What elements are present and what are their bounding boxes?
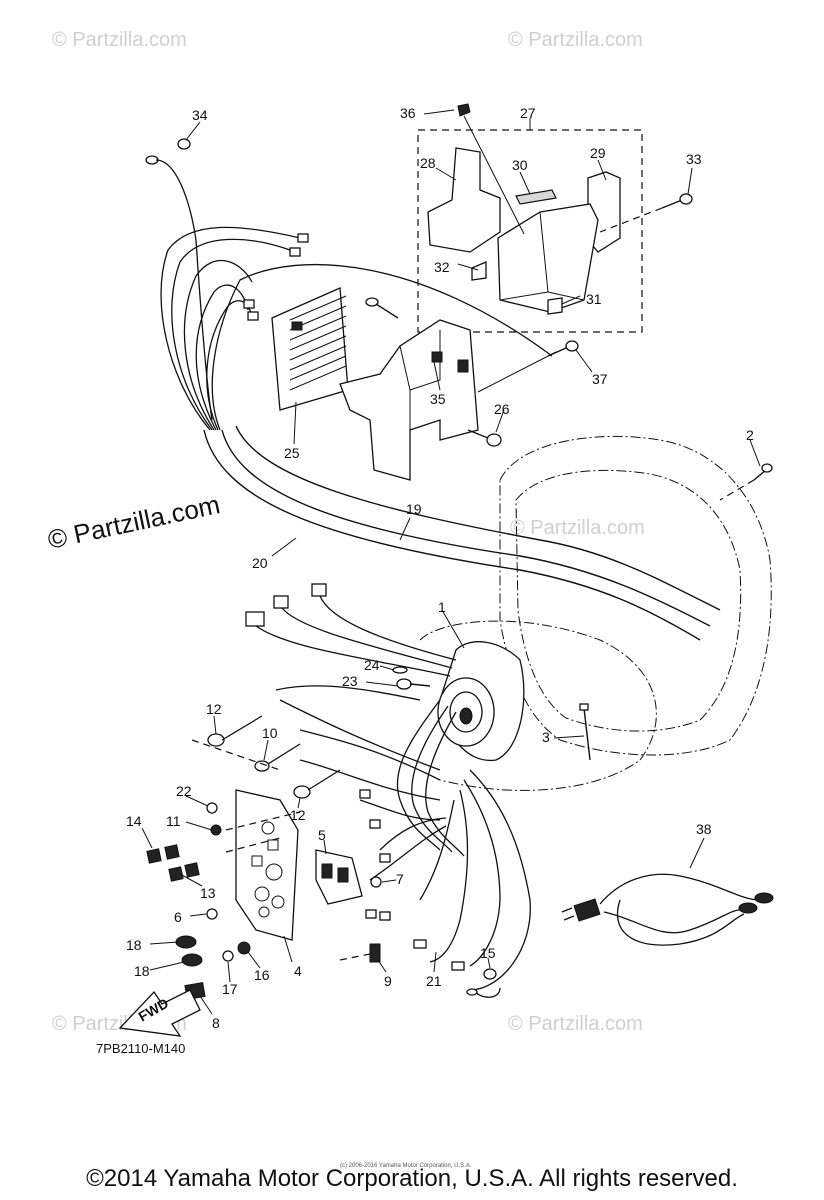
screw-37 <box>547 340 579 357</box>
clip-31 <box>547 297 563 315</box>
screw-33 <box>599 193 693 233</box>
conduit-20 <box>203 429 701 641</box>
callout-34: 34 <box>192 107 208 123</box>
callout-31: 31 <box>586 291 602 307</box>
callout-19: 19 <box>406 501 422 517</box>
callout-35: 35 <box>430 391 446 407</box>
plug-12-bottom <box>293 769 341 799</box>
screw-2 <box>719 463 773 501</box>
callout-30: 30 <box>512 157 528 173</box>
callout-22: 22 <box>176 783 192 799</box>
callout-38: 38 <box>696 821 712 837</box>
pad-30 <box>515 189 557 205</box>
watermark-bottom-right: © Partzilla.com <box>508 1013 643 1035</box>
watermark-top-left: © Partzilla.com <box>52 29 187 51</box>
housing-frame <box>419 620 657 791</box>
screw-15 <box>466 968 501 998</box>
callout-3: 3 <box>542 729 550 745</box>
callout-14: 14 <box>126 813 142 829</box>
callout-18a: 18 <box>126 937 142 953</box>
screw-6 <box>206 908 218 920</box>
housing-outline <box>499 435 772 756</box>
callout-29: 29 <box>590 145 606 161</box>
copyright-footer: ©2014 Yamaha Motor Corporation, U.S.A. A… <box>86 1165 738 1192</box>
harness-upper <box>160 226 553 431</box>
callout-12b: 12 <box>290 807 306 823</box>
outlet-5 <box>315 849 363 905</box>
panel-guide-dash <box>191 739 301 853</box>
callout-24: 24 <box>364 657 380 673</box>
clip-32 <box>471 261 487 281</box>
leader-lines <box>141 109 761 1015</box>
plate-clip <box>431 351 443 363</box>
callout-1: 1 <box>438 599 446 615</box>
watermark-main: © Partzilla.com <box>45 489 223 555</box>
callout-17: 17 <box>222 981 238 997</box>
box-edges <box>499 211 585 301</box>
callout-27: 27 <box>520 105 536 121</box>
callout-9: 9 <box>384 973 392 989</box>
callout-10: 10 <box>262 725 278 741</box>
screw-plate <box>365 297 399 319</box>
callout-15: 15 <box>480 945 496 961</box>
plug-10 <box>254 743 301 772</box>
grommet-1 <box>437 641 525 762</box>
callout-28: 28 <box>420 155 436 171</box>
main-loom <box>275 685 531 991</box>
switch-9 <box>339 943 381 963</box>
screw-23-24 <box>392 666 431 690</box>
callout-6: 6 <box>174 909 182 925</box>
callout-7: 7 <box>396 871 404 887</box>
callout-23: 23 <box>342 673 358 689</box>
housing-inner <box>515 469 742 732</box>
callout-11: 11 <box>166 813 181 829</box>
watermark-top-right: © Partzilla.com <box>508 29 643 51</box>
callout-5: 5 <box>318 827 326 843</box>
callout-12a: 12 <box>206 701 222 717</box>
callouts: 1 2 3 4 5 6 7 8 9 10 11 12 12 13 14 15 1… <box>126 105 754 1031</box>
fastener-36 <box>457 103 525 235</box>
callout-36: 36 <box>400 105 416 121</box>
conduit-20-b <box>221 429 711 627</box>
callout-25: 25 <box>284 445 300 461</box>
callout-32: 32 <box>434 259 450 275</box>
washer-17 <box>222 950 234 962</box>
callout-18b: 18 <box>134 963 150 979</box>
bracket-plate-35 <box>339 319 479 481</box>
diagram-code: 7PB2110-M140 <box>96 1041 186 1056</box>
power-cord-38 <box>561 873 774 946</box>
control-panel-4 <box>235 789 299 941</box>
switches-13-14 <box>146 844 200 882</box>
callout-37: 37 <box>592 371 608 387</box>
breakers-18 <box>175 935 203 967</box>
conduit-19 <box>235 425 721 611</box>
kit-27-box <box>417 129 643 333</box>
callout-21: 21 <box>426 973 442 989</box>
module-25 <box>271 287 349 411</box>
watermark-mid-right: © Partzilla.com <box>510 517 645 539</box>
callout-8: 8 <box>212 1015 220 1031</box>
callout-33: 33 <box>686 151 702 167</box>
callout-20: 20 <box>252 555 268 571</box>
connector-harness <box>245 583 457 677</box>
callout-13: 13 <box>200 885 216 901</box>
box-assembly <box>497 203 599 313</box>
tie-3 <box>579 703 591 761</box>
callout-4: 4 <box>294 963 302 979</box>
screw-26 <box>467 429 502 447</box>
nut-7 <box>370 876 382 888</box>
rod <box>477 351 557 393</box>
nut-16 <box>237 941 251 955</box>
callout-2: 2 <box>746 427 754 443</box>
plate-clip-2 <box>457 359 469 373</box>
callout-26: 26 <box>494 401 510 417</box>
plug-12-top <box>207 715 263 747</box>
screw-22 <box>206 802 218 814</box>
bracket-28 <box>427 147 501 253</box>
nut-11 <box>210 824 222 836</box>
tiny-credit: (c) 2006-2016 Yamaha Motor Corporation, … <box>340 1163 472 1169</box>
callout-16: 16 <box>254 967 270 983</box>
harness-21 <box>413 939 465 971</box>
